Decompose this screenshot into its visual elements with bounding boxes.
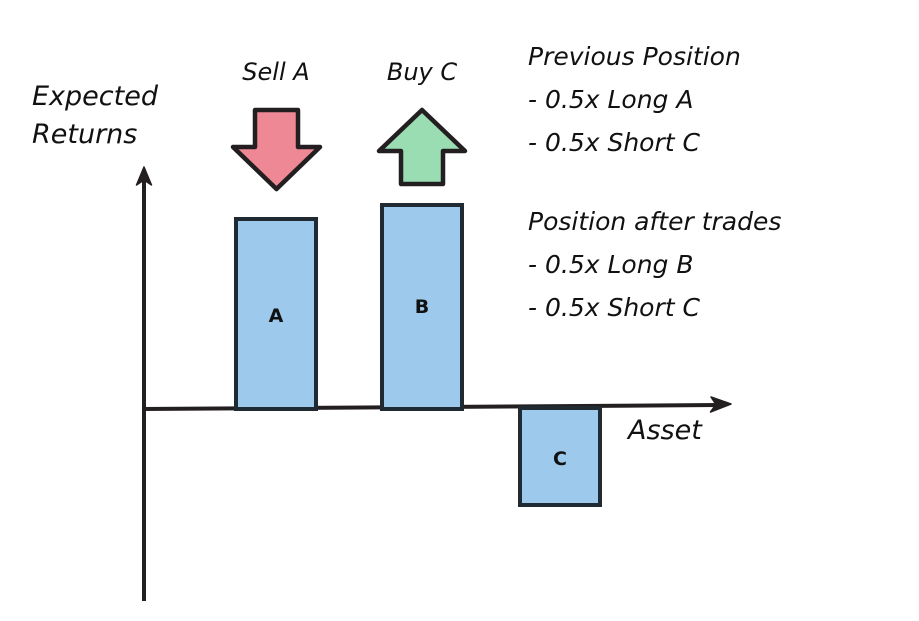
y-axis-arrowhead-icon	[135, 166, 153, 186]
bar-c[interactable]: C	[518, 406, 602, 507]
arrow-down-icon[interactable]	[230, 107, 323, 192]
sell-a-annotation[interactable]: Sell A	[230, 58, 323, 192]
bar-b[interactable]: B	[380, 203, 464, 411]
note-previous-position-heading: Previous Position	[528, 42, 741, 71]
x-axis-label: Asset	[626, 415, 703, 446]
bar-b-rect[interactable]	[380, 203, 464, 411]
note-previous-position: Previous Position - 0.5x Long A - 0.5x S…	[528, 42, 741, 157]
bar-group: A B C	[234, 203, 602, 507]
note-previous-position-line-2: - 0.5x Short C	[528, 128, 701, 157]
bar-a-rect[interactable]	[234, 217, 318, 411]
y-axis-label-line1: Expected	[32, 81, 159, 112]
y-axis-label-line2: Returns	[32, 119, 137, 150]
note-position-after-trades-line-2: - 0.5x Short C	[528, 293, 701, 322]
note-position-after-trades: Position after trades - 0.5x Long B - 0.…	[528, 207, 781, 322]
buy-c-annotation[interactable]: Buy C	[376, 58, 468, 187]
note-position-after-trades-heading: Position after trades	[528, 207, 781, 236]
sell-a-label: Sell A	[242, 58, 309, 86]
x-axis-arrowhead-icon	[709, 396, 732, 413]
bar-a-label: A	[269, 305, 284, 327]
bar-a[interactable]: A	[234, 217, 318, 411]
bar-b-label: B	[415, 296, 429, 318]
note-previous-position-line-1: - 0.5x Long A	[528, 85, 693, 114]
arrow-up-icon[interactable]	[376, 107, 468, 187]
buy-c-label: Buy C	[387, 58, 458, 86]
bar-c-rect[interactable]	[518, 406, 602, 507]
bar-c-label: C	[553, 448, 567, 470]
note-position-after-trades-line-1: - 0.5x Long B	[528, 250, 694, 279]
